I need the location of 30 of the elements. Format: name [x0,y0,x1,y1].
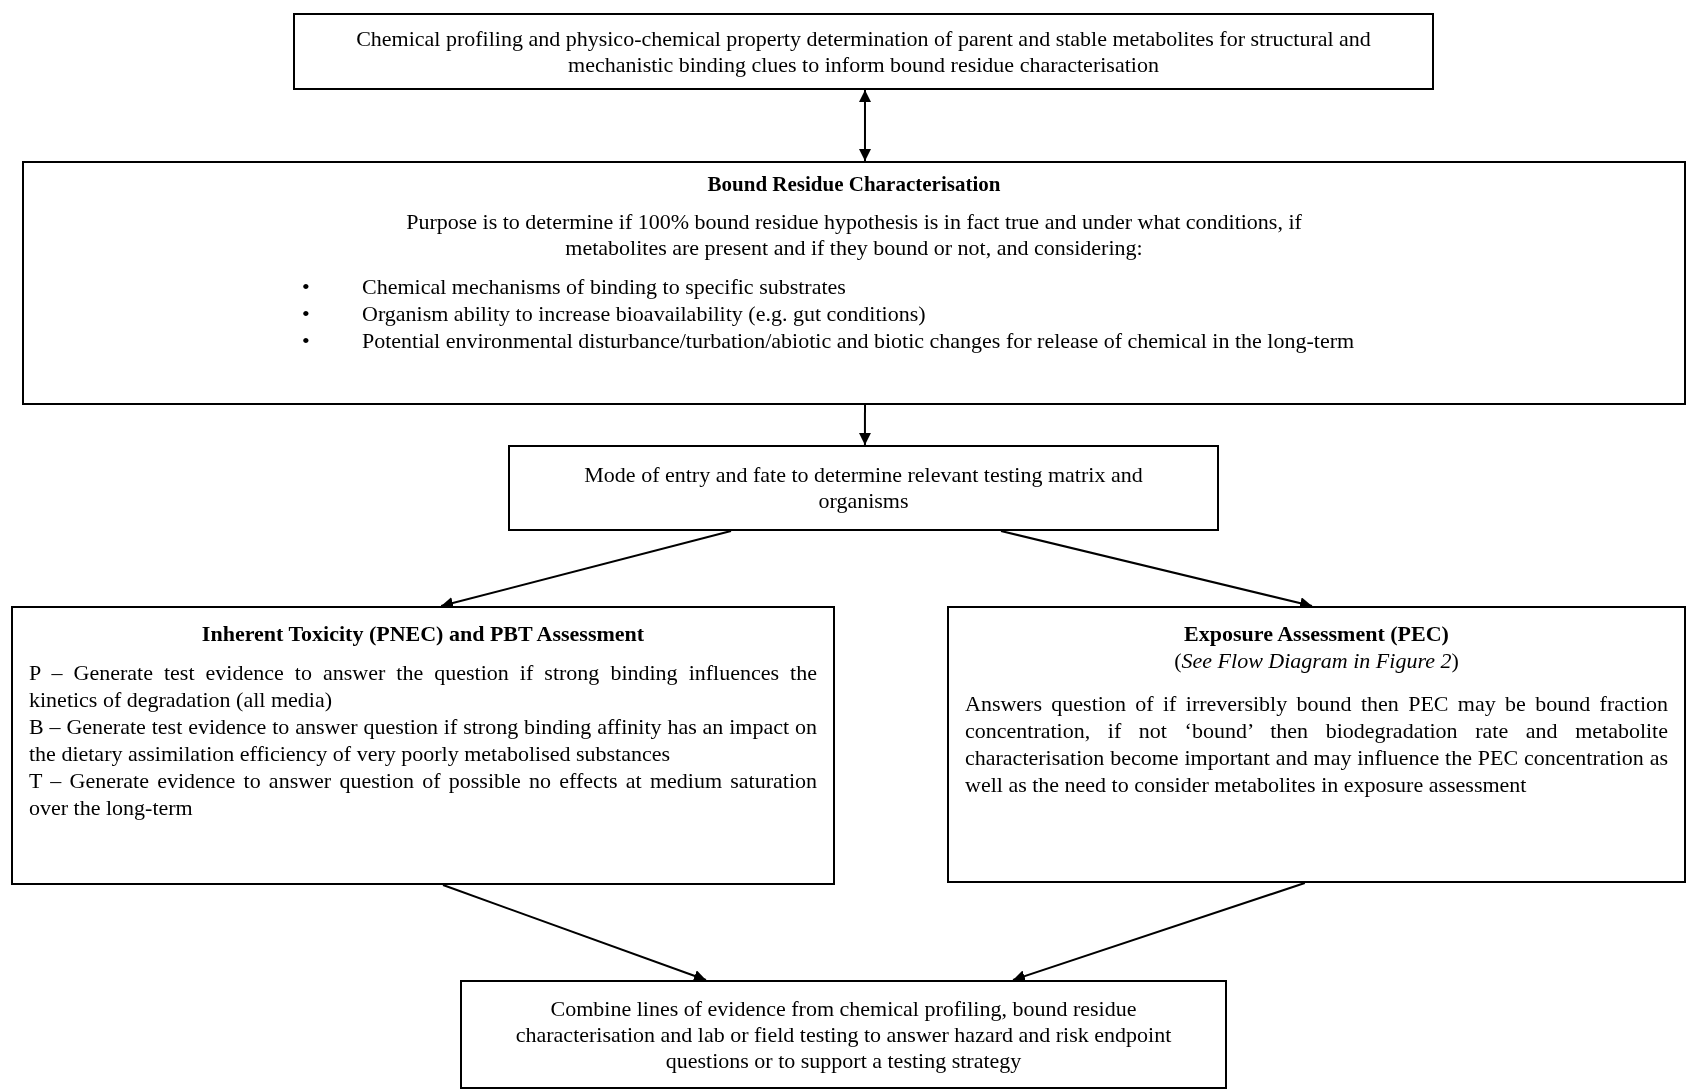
arrow [442,884,707,982]
box-text: Mode of entry and fate to determine relevant testing matrix and organisms [583,462,1144,514]
bullet-item: Organism ability to increase bioavailability (e.g. gut conditions) [362,300,926,327]
arrow [858,404,871,446]
arrow [859,89,871,162]
arrow [440,530,732,609]
box-text: P – Generate test evidence to answer the question if strong binding influences the kinetics of degradation (all media) [29,659,817,713]
process-box [508,445,1219,531]
box-text: T – Generate evidence to answer question of possible no effects at medium saturation over the long-term [29,767,817,821]
arrow [1000,530,1313,609]
box-heading: Exposure Assessment (PEC) [1183,620,1450,647]
process-box [11,606,835,885]
bullet-mark: • [302,327,311,354]
box-heading: Inherent Toxicity (PNEC) and PBT Assessment [200,620,646,647]
box-text: Purpose is to determine if 100% bound residue hypothesis is in fact true and under what conditions, if metabolites are present and if they bound or not, and considering: [405,209,1303,261]
process-box [947,606,1686,883]
process-box [460,980,1227,1089]
process-box [22,161,1686,405]
box-subheading: (See Flow Diagram in Figure 2) [1173,647,1460,674]
box-heading: Bound Residue Characterisation [706,171,1002,197]
box-text: B – Generate test evidence to answer question if strong binding affinity has an impact on the dietary assimilation efficiency of very poorly metabolised substances [29,713,817,767]
box-text: Chemical profiling and physico-chemical property determination of parent and stable metabolites for structural and mechanistic binding clues to inform bound residue characterisation [355,25,1372,78]
bullet-item: Potential environmental disturbance/turbation/abiotic and biotic changes for release of chemical in the long-term [362,327,1355,354]
bullet-mark: • [302,300,311,327]
box-text: Answers question of if irreversibly bound then PEC may be bound fraction concentration, if not ‘bound’ then biodegradation rate and metabolite characterisation become important and may influence the PEC concentration as well as the need to consider metabolites in exposure assessment [965,690,1668,798]
process-box [293,13,1434,90]
box-text: Combine lines of evidence from chemical profiling, bound residue characterisation and lab or field testing to answer hazard and risk endpoint questions or to support a testing strategy [514,995,1173,1074]
arrow [1012,882,1306,982]
bullet-mark: • [302,273,311,300]
bullet-item: Chemical mechanisms of binding to specific substrates [362,273,846,300]
